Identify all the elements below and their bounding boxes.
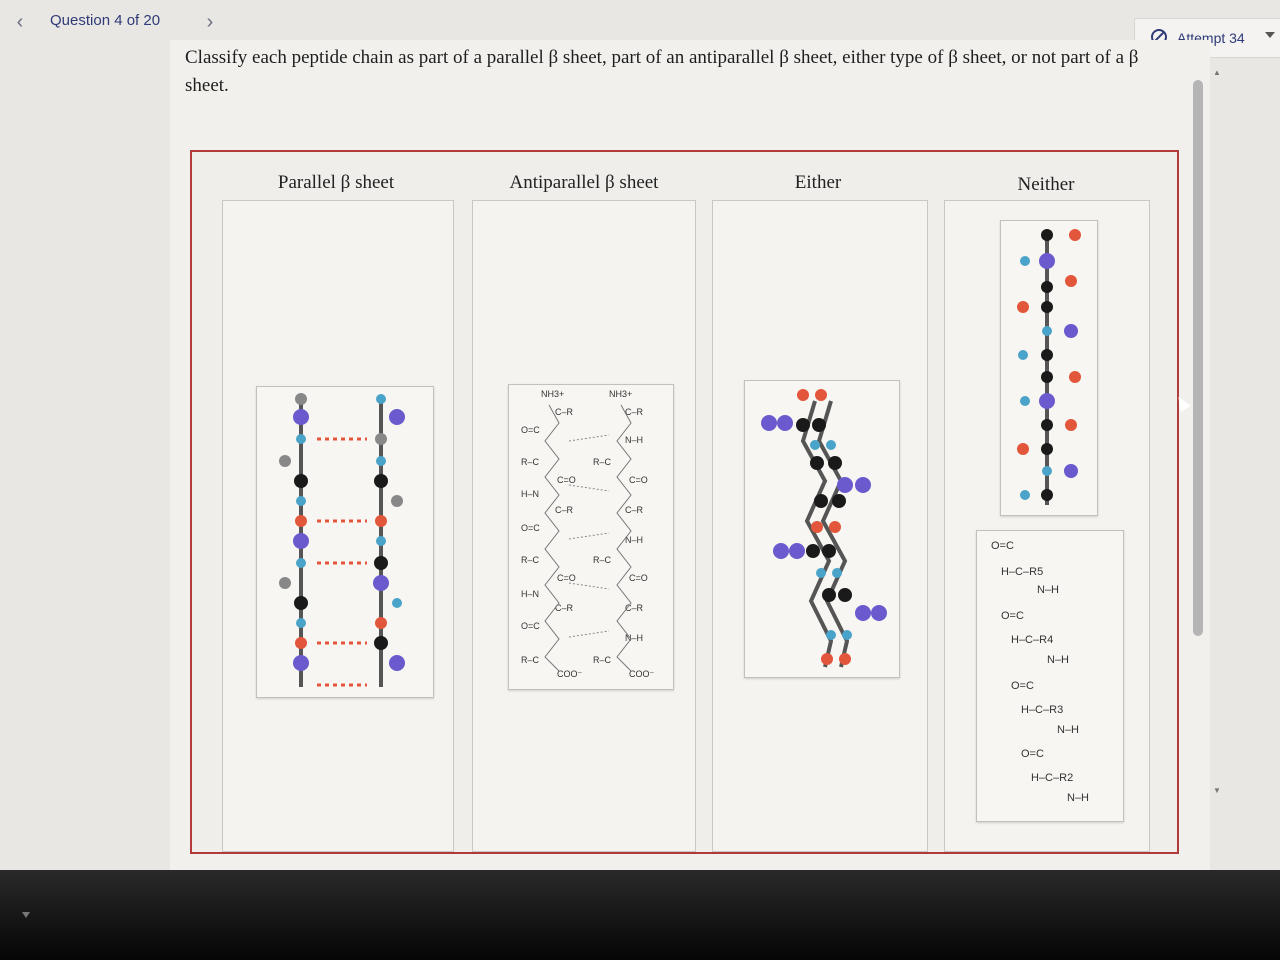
structural-formula-diagram: O=C H–C–R5 N–H O=C H–C–R4 N–H O=C H–C–R3… (991, 540, 1089, 804)
chain-line: N–H (1057, 724, 1079, 736)
ball-and-stick-model (761, 389, 887, 668)
formula-label: N–H (625, 435, 643, 445)
formula-label: COO⁻ (629, 669, 655, 679)
formula-label: COO⁻ (557, 669, 583, 679)
scroll-up-icon[interactable]: ▲ (1213, 68, 1221, 77)
bin-heading-parallel: Parallel β sheet (277, 172, 395, 193)
ball-and-stick-model (279, 393, 405, 687)
chain-line: H–C–R4 (1011, 634, 1053, 646)
chain-line: O=C (991, 540, 1014, 552)
ball-and-stick-model (1017, 229, 1081, 505)
card-neither-chain[interactable]: O=C H–C–R5 N–H O=C H–C–R4 N–H O=C H–C–R3… (976, 530, 1124, 822)
formula-label: NH3+ (609, 389, 632, 399)
formula-label: O=C (521, 523, 540, 533)
formula-label: C=O (557, 573, 576, 583)
formula-label: R–C (593, 555, 612, 565)
formula-label: O=C (521, 621, 540, 631)
card-ball-stick-parallel[interactable] (256, 386, 434, 698)
formula-label: R–C (593, 457, 612, 467)
chain-line: H–C–R3 (1021, 704, 1063, 716)
card-neither-model[interactable] (1000, 220, 1098, 516)
formula-label: R–C (521, 555, 540, 565)
formula-label: R–C (521, 457, 540, 467)
chevron-right-icon[interactable]: › (206, 11, 214, 33)
chain-line: O=C (1001, 610, 1024, 622)
formula-label: N–H (625, 633, 643, 643)
chain-line: H–C–R2 (1031, 772, 1073, 784)
formula-label: H–N (521, 489, 539, 499)
chain-line: N–H (1037, 584, 1059, 596)
top-navigation-bar: ‹ Question 4 of 20 › (0, 0, 1280, 46)
chain-line: H–C–R5 (1001, 566, 1043, 578)
formula-label: C=O (557, 475, 576, 485)
card-antiparallel-diagram[interactable]: NH3+ NH3+ C–R C–R O=C N–H R–C R–C C=O C=… (508, 384, 674, 690)
card-either-model[interactable] (744, 380, 900, 678)
formula-label: C–R (555, 505, 574, 515)
formula-label: C–R (625, 603, 644, 613)
formula-label: R–C (593, 655, 612, 665)
formula-label: C=O (629, 573, 648, 583)
bin-heading-neither: Neither (1017, 174, 1075, 195)
formula-label: O=C (521, 425, 540, 435)
scrollbar-thumb[interactable] (1193, 80, 1203, 636)
formula-label: H–N (521, 589, 539, 599)
collapse-marker-icon (22, 912, 30, 918)
bin-heading-antiparallel: Antiparallel β sheet (509, 172, 659, 193)
formula-label: N–H (625, 535, 643, 545)
chain-line: N–H (1067, 792, 1089, 804)
question-text: Classify each peptide chain as part of a… (185, 47, 1139, 96)
formula-label: C=O (629, 475, 648, 485)
formula-label: C–R (625, 505, 644, 515)
formula-label: C–R (555, 407, 574, 417)
chevron-left-icon[interactable]: ‹ (16, 11, 24, 33)
structural-formula-diagram: NH3+ NH3+ C–R C–R O=C N–H R–C R–C C=O C=… (521, 389, 655, 679)
scroll-down-icon[interactable]: ▼ (1213, 786, 1221, 795)
chain-line: O=C (1011, 680, 1034, 692)
chain-line: N–H (1047, 654, 1069, 666)
caret-down-icon (1265, 32, 1275, 38)
chain-line: O=C (1021, 748, 1044, 760)
formula-label: NH3+ (541, 389, 564, 399)
question-counter: Question 4 of 20 (50, 12, 161, 29)
formula-label: C–R (555, 603, 574, 613)
formula-label: C–R (625, 407, 644, 417)
screen-bezel (0, 870, 1280, 960)
formula-label: R–C (521, 655, 540, 665)
bin-heading-either: Either (794, 172, 842, 193)
